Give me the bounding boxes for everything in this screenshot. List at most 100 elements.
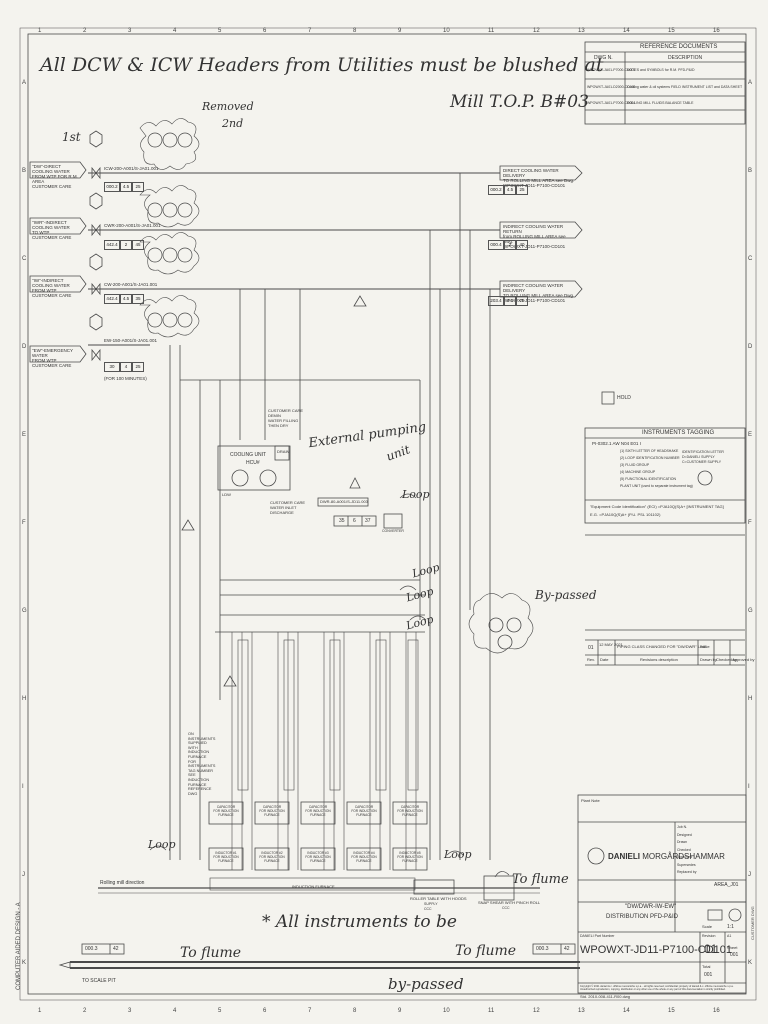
outlet-data-cell: 25	[516, 296, 528, 306]
handwritten-to-flume-1: To flume	[512, 872, 569, 887]
grid-col-bottom: 12	[533, 1008, 540, 1014]
handwritten-note-top-2: Mill T.O.P. B#03	[450, 92, 589, 112]
grid-row-right: J	[748, 872, 751, 878]
cooling-data-1: 35	[339, 518, 345, 524]
grid-row-left: F	[22, 520, 26, 526]
revision-text: PIPING CLASS CHANGED FOR "DW/DWR" LINE	[617, 644, 707, 649]
grid-col-bottom: 15	[668, 1008, 675, 1014]
side-vertical-text: COMPUTER AIDED DESIGN - A	[16, 902, 22, 990]
induction-furnace-label: INDUCTION FURNACE	[292, 884, 335, 889]
bottom-right-data-2: 42	[564, 946, 570, 952]
equipment-example: E.G. =PJA10Q(S)A+ (P.U. PSL 101102)	[590, 512, 661, 517]
ref-docs-col-dwg: DWG N.	[594, 55, 613, 61]
grid-row-right: F	[748, 520, 752, 526]
outlet-data-cell: 4.5	[504, 185, 516, 195]
inductor-box: INDUCTOR #5 FOR INDUCTION FURNACE	[397, 851, 423, 863]
instruments-tagging-title: INSTRUMENTS TAGGING	[642, 430, 715, 436]
grid-row-left: C	[22, 256, 27, 262]
format-label: A1	[727, 934, 732, 938]
rolling-direction: Rolling mill direction	[100, 880, 145, 886]
tag-item: (5) FUNCTIONAL IDENTIFICATION	[620, 477, 676, 481]
handwritten-second: 2nd	[222, 117, 244, 130]
scale-label: Scale	[702, 924, 713, 929]
grid-row-left: K	[22, 960, 27, 966]
copyright: Copyright © 2021 danieli & c. officine m…	[580, 985, 734, 991]
grid-row-left: B	[22, 168, 27, 174]
grid-col-bottom: 6	[263, 1008, 267, 1014]
ref-doc-row-1-dwg: WPOWXT-JA01-P7000-CD001	[587, 68, 636, 72]
ref-docs-col-desc: DESCRIPTION	[668, 55, 703, 61]
inlet-data-cell: 25	[132, 182, 144, 192]
capacitor-box: CAPACITOR FOR INDUCTION FURNACE	[351, 805, 377, 817]
ref-doc-row-3-desc: ROLLING MILL FLUIDS BALANCE TABLE	[627, 101, 694, 105]
cooling-unit-title: COOLING UNIT	[230, 452, 267, 458]
grid-row-right: K	[748, 960, 753, 966]
grid-row-right: B	[748, 168, 753, 174]
inlet-line-iw: CW-200-A001/S-JA01.001	[104, 282, 158, 287]
grid-col-top: 5	[218, 28, 222, 34]
revision-col-approved: Approved by	[732, 657, 755, 662]
inlet-data-cell: 30	[104, 362, 120, 372]
handwritten-loop-5: Loop	[148, 838, 176, 851]
inlet-data-cell: 2	[120, 240, 132, 250]
grid-row-right: A	[748, 80, 753, 86]
grid-col-top: 14	[623, 28, 630, 34]
grid-col-bottom: 11	[488, 1008, 495, 1014]
revision-value: 01	[704, 942, 718, 956]
revision-col-date: Date	[600, 657, 609, 662]
outlet-label-2: INDIRECT COOLING WATER RETURN from ROLLI…	[503, 224, 566, 249]
grid-col-top: 12	[533, 28, 540, 34]
inlet-label-iw: "IW"-INDIRECT COOLING WATER FROM WTP CUS…	[32, 278, 72, 298]
inductor-box: INDUCTOR #4 FOR INDUCTION FURNACE	[351, 851, 377, 863]
customer-care-1: CUSTOMER CARE DEMIN WATER FILLING THEN D…	[268, 408, 304, 428]
ref-docs-title: REFERENCE DOCUMENTS	[640, 44, 718, 50]
cooling-unit-line: DWR-80-A001/S-JD11.003	[320, 499, 368, 504]
scale-value: 1:1	[727, 924, 734, 930]
grid-col-bottom: 3	[128, 1008, 132, 1014]
grid-col-top: 2	[83, 28, 87, 34]
tag-item: (1) SIXTH LETTER OF HEADSHAKE	[620, 449, 679, 453]
title-block-field-label: Drawn	[677, 840, 688, 844]
grid-col-bottom: 16	[713, 1008, 720, 1014]
for-100-minutes: (FOR 100 MINUTES)	[104, 376, 147, 381]
area-code: AREA_J01	[714, 882, 739, 888]
cooling-unit-ldw: LDW	[222, 492, 231, 497]
snap-shear-label: SNAP SHEAR WITH PINCH ROLL	[478, 900, 541, 905]
revision-col-drawn: Drawn by	[700, 657, 717, 662]
inlet-data-cell: 4	[120, 362, 132, 372]
grid-col-top: 7	[308, 28, 312, 34]
converter-label: CONVERTER	[382, 529, 404, 533]
title-block-field-label: Job N.	[677, 825, 688, 829]
grid-col-top: 3	[128, 28, 132, 34]
grid-row-left: A	[22, 80, 27, 86]
ref-doc-row-3-dwg: WPOWXT-JA01-P7000-CD001	[587, 101, 636, 105]
sheet-label: Sheet	[727, 945, 738, 950]
handwritten-all-instruments: * All instruments to be	[262, 912, 457, 932]
inlet-data-cell: 45	[132, 240, 144, 250]
inductor-box: INDUCTOR #2 FOR INDUCTION FURNACE	[259, 851, 285, 863]
title-block-field-label: Designed	[677, 832, 692, 837]
tag-item: (3) FLUID GROUP	[620, 463, 650, 467]
outlet-label-1: DIRECT COOLING WATER DELIVERY TO ROLLING…	[503, 168, 575, 188]
revision-number: 01	[588, 645, 594, 651]
inlet-label-iwr: "IWR"-INDIRECT COOLING WATER TO WTP CUST…	[32, 220, 72, 240]
grid-col-top: 4	[173, 28, 177, 34]
bottom-left-data-1: 000.3	[85, 946, 98, 952]
cooling-data-2: 6	[353, 518, 356, 524]
inlet-data-cell: 442.4	[104, 294, 120, 304]
outlet-data-cell: 25	[516, 185, 528, 195]
inlet-label-dw: "DW"-DIRECT COOLING WATER FROM WTP FOR R…	[32, 164, 78, 189]
handwritten-note-top: All DCW & ICW Headers from Utilities mus…	[40, 54, 604, 76]
induction-note: ON INSTRUMENTS SUPPLIED WITH INDUCTION F…	[188, 732, 216, 796]
outlet-data-cell: 000.2	[488, 185, 504, 195]
inlet-data-cell: 442.4	[104, 240, 120, 250]
inlet-data-cell: 25	[132, 362, 144, 372]
drawing-number: WPOWXT-JD11-P7100-CD101	[580, 944, 733, 956]
revision-col-desc: Revisions description	[640, 657, 678, 662]
danieli-part-label: DANIELI Part Number	[580, 934, 615, 938]
tag-item: PLANT UNIT (used to separate instrument …	[620, 484, 693, 488]
bottom-right-data-1: 000.3	[536, 946, 549, 952]
inlet-line-iwr: CWR-200-A001/S-JA01.001	[104, 223, 161, 228]
hold-label: HOLD	[617, 395, 631, 401]
inductor-box: INDUCTOR #1 FOR INDUCTION FURNACE	[213, 851, 239, 863]
